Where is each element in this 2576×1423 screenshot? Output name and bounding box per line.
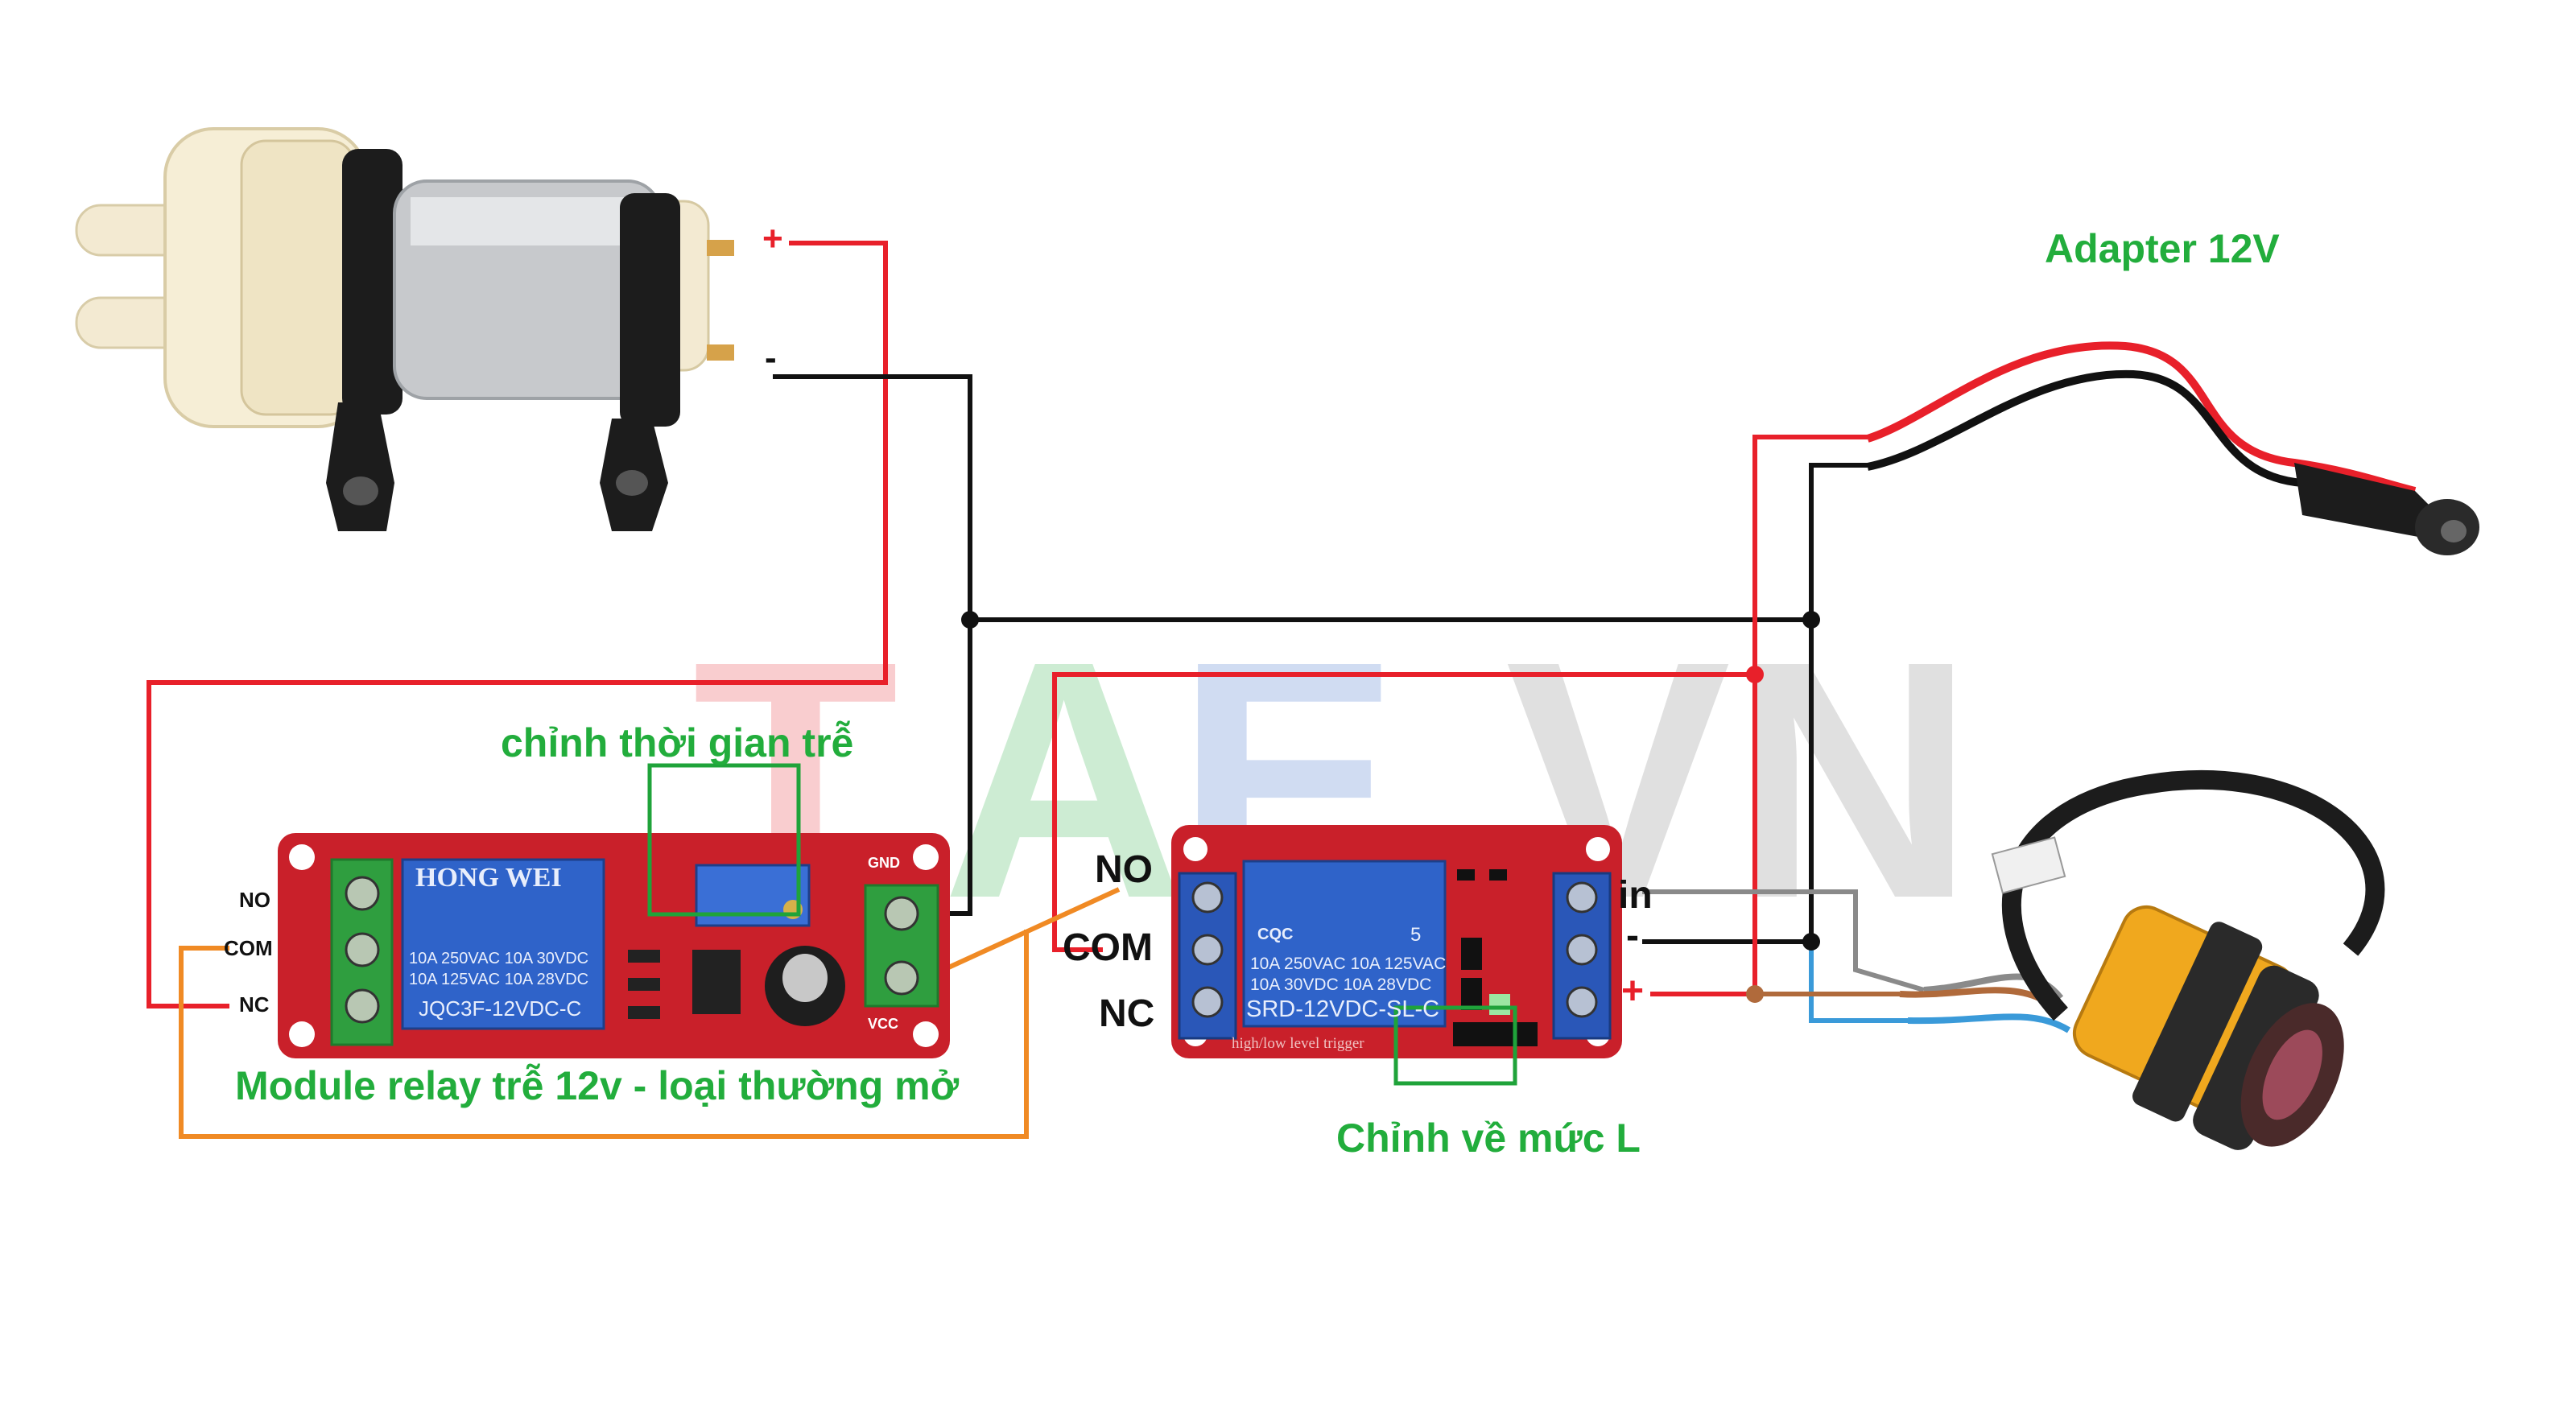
relay-no-label: NO [1095,848,1153,891]
wire-ground-bus [970,463,1868,622]
junction-dot [961,611,979,629]
delay-relay-spec1: 10A 250VAC 10A 30VDC [409,950,589,967]
relay-in-label: in [1618,874,1653,917]
adapter-label: Adapter 12V [2045,226,2280,271]
relay-trigger: high/low level trigger [1232,1035,1364,1052]
junction-dot [1802,933,1820,951]
pump-minus-label: - [765,338,777,377]
delay-adjust-box [647,763,801,917]
wire-sensor-gray [1642,889,1925,992]
relay-model: SRD-12VDC-SL-C [1246,996,1440,1022]
delay-com-label: COM [224,936,273,960]
relay-spec1: 10A 250VAC 10A 125VAC [1250,955,1447,973]
delay-nc-label: NC [239,992,270,1017]
delay-adjust-label: chỉnh thời gian trễ [501,720,854,765]
ir-sensor-icon [1899,770,2385,1150]
wire-vcc-orange [924,887,1121,980]
delay-vcc-label: VCC [868,1016,899,1032]
wire-pump-minus [773,374,972,916]
relay-minus-label: - [1626,914,1639,957]
junction-dot [1746,985,1764,1003]
relay-nc-label: NC [1099,992,1155,1035]
relay-com-label: COM [1063,926,1153,969]
level-adjust-box [1393,1005,1517,1086]
relay-module-icon [1171,825,1622,1058]
relay-plus-label: + [1621,970,1645,1013]
relay-num: 5 [1410,924,1422,946]
water-pump-icon [75,127,734,531]
delay-relay-model: JQC3F-12VDC-C [419,996,582,1021]
adapter-cable-icon [1866,341,2479,555]
delay-gnd-label: GND [868,855,900,871]
relay-cqc: CQC [1257,926,1294,943]
junction-dot [1746,666,1764,683]
wire-pump-plus [147,241,888,1008]
junction-dot [1802,611,1820,629]
delay-no-label: NO [239,888,270,912]
wire-adapter-plus [1650,435,1868,996]
pump-plus-label: + [762,219,783,258]
relay-spec2: 10A 30VDC 10A 28VDC [1250,975,1432,994]
wire-sensor-blue [1809,942,1908,1023]
wire-relay-com [1052,672,1755,952]
watermark-a: A [942,592,1219,969]
delay-relay-spec2: 10A 125VAC 10A 28VDC [409,971,589,988]
wire-delay-com-orange [179,930,1029,1139]
delay-relay-brand: HONG WEI [415,863,562,893]
delay-relay-module-icon [278,833,950,1058]
delay-module-label: Module relay trễ 12v - loại thường mở [235,1063,960,1108]
level-adjust-label: Chỉnh về mức L [1336,1116,1641,1161]
